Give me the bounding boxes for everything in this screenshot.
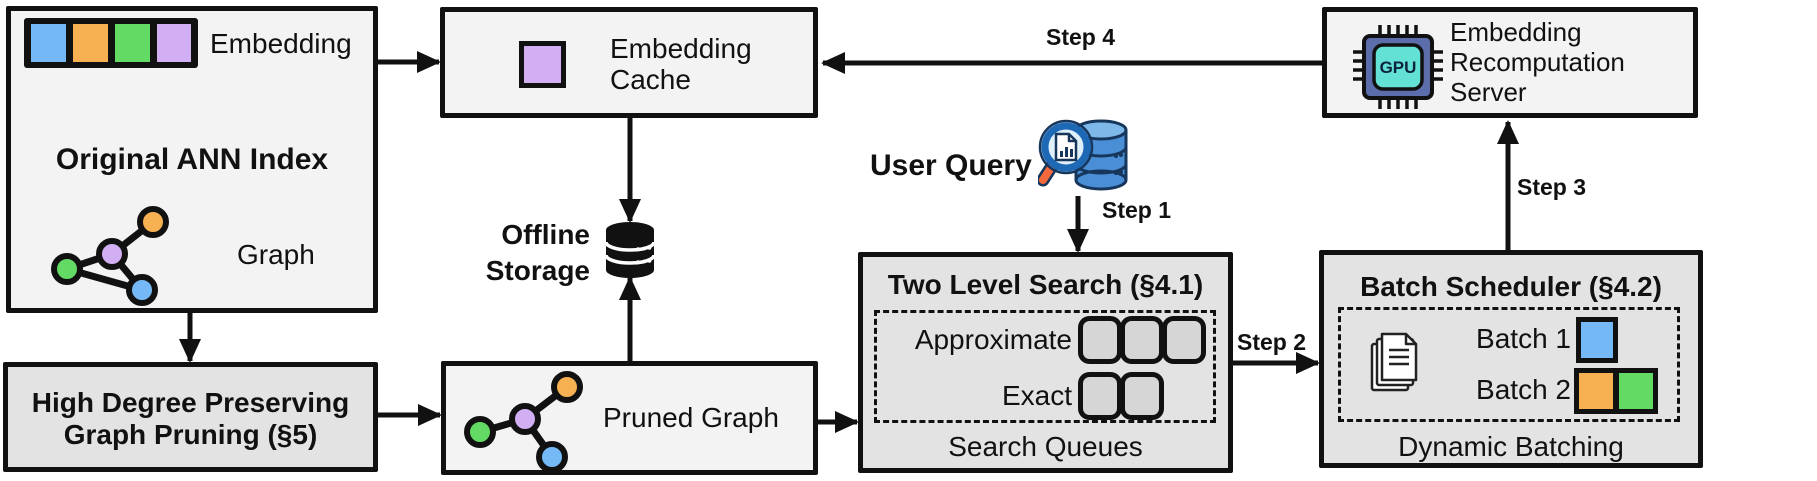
graph-node-green: [464, 416, 496, 448]
queue-slot-icon: [1078, 316, 1122, 364]
graph-node-blue: [536, 441, 568, 470]
embedding-label: Embedding: [210, 28, 352, 59]
dynamic-batching-dashed-region: [1338, 307, 1680, 422]
graph-node-orange: [551, 371, 583, 403]
query-magnifier: [1038, 119, 1094, 187]
pruned-graph-nodes: [464, 371, 583, 470]
cached-embedding-icon: [519, 41, 566, 88]
pruned-graph-label: Pruned Graph: [603, 402, 779, 433]
search-queues-dashed-region: [874, 310, 1216, 423]
documents-stack-icon: [1370, 332, 1418, 392]
original-ann-index-box: Embedding Original ANN Index Graph: [6, 6, 378, 313]
document-lines: [1389, 348, 1409, 366]
graph-pruning-box: High Degree Preserving Graph Pruning (§5…: [3, 362, 378, 472]
step1-label: Step 1: [1102, 197, 1172, 223]
exact-queue-slots: [1078, 372, 1164, 420]
batch1-squares: [1576, 317, 1618, 363]
graph-pruning-title: High Degree Preserving Graph Pruning (§5…: [31, 387, 350, 450]
embedding-cell-orange: [73, 24, 108, 62]
embedding-cell-purple: [157, 24, 191, 62]
step4-label: Step 4: [1046, 24, 1116, 50]
database-dots: [636, 246, 652, 264]
pruned-graph-box: Pruned Graph: [441, 361, 818, 475]
graph-label: Graph: [237, 239, 315, 270]
embedding-cache-box: Embedding Cache: [440, 7, 818, 118]
graph-node-purple: [509, 403, 541, 435]
batch-square-icon: [1576, 317, 1618, 363]
database-icon: [604, 222, 656, 278]
queue-slot-icon: [1120, 316, 1164, 364]
original-ann-index-title: Original ANN Index: [55, 143, 329, 176]
gpu-chip-icon: GPU: [1353, 25, 1443, 109]
graph-node-orange: [137, 206, 169, 238]
recomputation-server-title: Embedding Recomputation Server: [1450, 17, 1625, 107]
embedding-cell-blue: [31, 24, 66, 62]
offline-storage-label: Offline Storage: [485, 219, 590, 286]
approximate-queue-slots: [1078, 316, 1206, 364]
batch1-label: Batch 1: [1476, 323, 1571, 354]
approximate-label: Approximate: [914, 324, 1072, 355]
graph-node-green: [51, 253, 83, 285]
batch2-label: Batch 2: [1476, 374, 1571, 405]
query-document: [1054, 132, 1078, 162]
cached-embedding-square: [519, 41, 566, 88]
gpu-chip-label: GPU: [1380, 58, 1417, 77]
queue-slot-icon: [1162, 316, 1206, 364]
graph-icon: [51, 206, 169, 306]
batch-scheduler-box: Batch Scheduler (§4.2) Batch 1 Batch 2 D…: [1319, 250, 1703, 468]
user-query-label: User Query: [870, 149, 1032, 182]
two-level-search-box: Two Level Search (§4.1) Approximate Exac…: [858, 252, 1233, 473]
dynamic-batching-caption: Dynamic Batching: [1398, 431, 1624, 462]
embedding-strip-icon: [24, 18, 198, 68]
graph-node-blue: [126, 274, 158, 306]
batch-square-icon: [1574, 368, 1618, 414]
embedding-cell-green: [115, 24, 150, 62]
step2-label: Step 2: [1237, 329, 1307, 355]
query-magnifier-database-icon: [1038, 119, 1128, 191]
exact-label: Exact: [1001, 380, 1072, 411]
two-level-search-title: Two Level Search (§4.1): [887, 269, 1204, 300]
step3-label: Step 3: [1517, 174, 1587, 200]
batch-scheduler-title: Batch Scheduler (§4.2): [1360, 271, 1662, 302]
queue-slot-icon: [1120, 372, 1164, 420]
embedding-cache-title: Embedding Cache: [610, 33, 752, 95]
pruned-graph-icon: [464, 371, 583, 470]
search-queues-caption: Search Queues: [948, 431, 1143, 462]
recomputation-server-box: GPU Embedding Recomputation Server: [1322, 7, 1698, 118]
graph-node-purple: [96, 238, 128, 270]
batch2-squares: [1574, 368, 1658, 414]
batch-square-icon: [1614, 368, 1658, 414]
graph-nodes: [51, 206, 169, 306]
queue-slot-icon: [1078, 372, 1122, 420]
gpu-chip-core: [1372, 43, 1424, 91]
embedding-strip-frame: [24, 18, 198, 68]
